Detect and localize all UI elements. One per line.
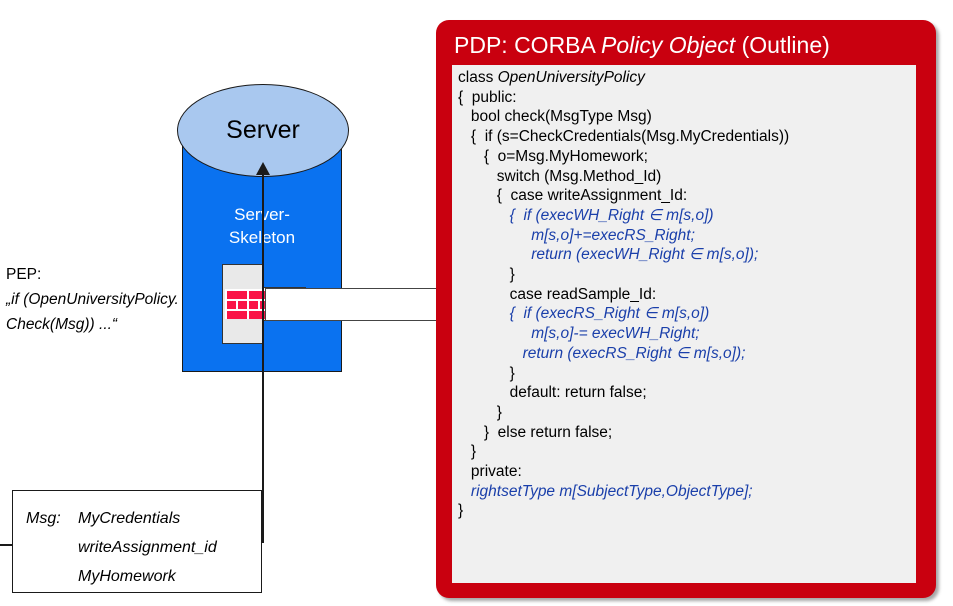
code-line-18: } else return false; [458,423,613,441]
code-line-19: } [458,443,477,461]
msg-row-1: writeAssignment_id [26,533,262,562]
msg-row-2: MyHomework [26,562,262,591]
code-line-1: { public: [458,88,517,106]
code-line-0: class OpenUniversityPolicy [458,68,918,88]
pep-label: PEP: „if (OpenUniversityPolicy. Check(Ms… [6,262,236,337]
pdp-code-listing: class OpenUniversityPolicy{ public: bool… [458,68,918,521]
msg-box [12,490,262,593]
server-title: Server [226,116,300,144]
msg-value-1: writeAssignment_id [78,539,217,556]
server-skeleton-label: Server- Skeleton [197,203,327,249]
msg-row-0: Msg: MyCredentials [26,504,262,533]
code-line-5: switch (Msg.Method_Id) [458,167,662,185]
code-line-13: m[s,o]-= execWH_Right; [458,325,700,343]
code-line-0-identifier: OpenUniversityPolicy [497,69,645,86]
msg-key: Msg: [26,510,61,527]
invocation-arrow-head-icon [256,162,270,175]
invocation-line [262,168,264,543]
code-line-0-keyword: class [458,69,498,86]
pdp-code-panel [452,65,916,583]
pdp-title-italic: Policy Object [600,32,736,58]
code-line-17: } [458,403,502,421]
interceptor-notch-top [262,264,306,288]
server-top-ellipse [177,84,349,177]
interceptor-notch-bottom [262,320,306,346]
pep-title: PEP: [6,266,42,283]
pdp-title: PDP: CORBA Policy Object (Outline) [454,32,924,59]
incoming-request-line [0,544,14,546]
code-line-11: case readSample_Id: [458,285,657,303]
msg-value-2: MyHomework [78,568,176,585]
code-line-4: { o=Msg.MyHomework; [458,147,648,165]
code-line-9: return (execWH_Right ∈ m[s,o]); [458,246,759,264]
code-line-7: { if (execWH_Right ∈ m[s,o]) [458,206,714,224]
code-line-6: { case writeAssignment_Id: [458,187,688,205]
pep-code-line-2: Check(Msg)) ...“ [6,316,118,333]
code-line-2: bool check(MsgType Msg) [458,108,652,126]
pep-code-line-1: „if (OpenUniversityPolicy. [6,291,179,308]
msg-content: Msg: MyCredentials writeAssignment_id MyH… [26,504,262,591]
code-line-3: { if (s=CheckCredentials(Msg.MyCredentia… [458,128,790,146]
msg-value-0: MyCredentials [78,510,181,527]
pdp-title-suffix: (Outline) [735,32,830,58]
code-line-21: rightsetType m[SubjectType,ObjectType]; [458,482,753,500]
pdp-title-prefix: PDP: CORBA [454,32,601,58]
code-line-14: return (execRS_Right ∈ m[s,o]); [458,344,746,362]
code-line-8: m[s,o]+=execRS_Right; [458,226,695,244]
code-line-22: } [458,502,464,520]
code-line-20: private: [458,463,522,481]
server-skeleton-label-line-2: Skeleton [197,226,327,249]
code-line-10: } [458,266,515,284]
code-line-16: default: return false; [458,384,647,402]
code-line-12: { if (execRS_Right ∈ m[s,o]) [458,305,710,323]
code-line-15: } [458,364,515,382]
server-skeleton-label-line-1: Server- [197,203,327,226]
